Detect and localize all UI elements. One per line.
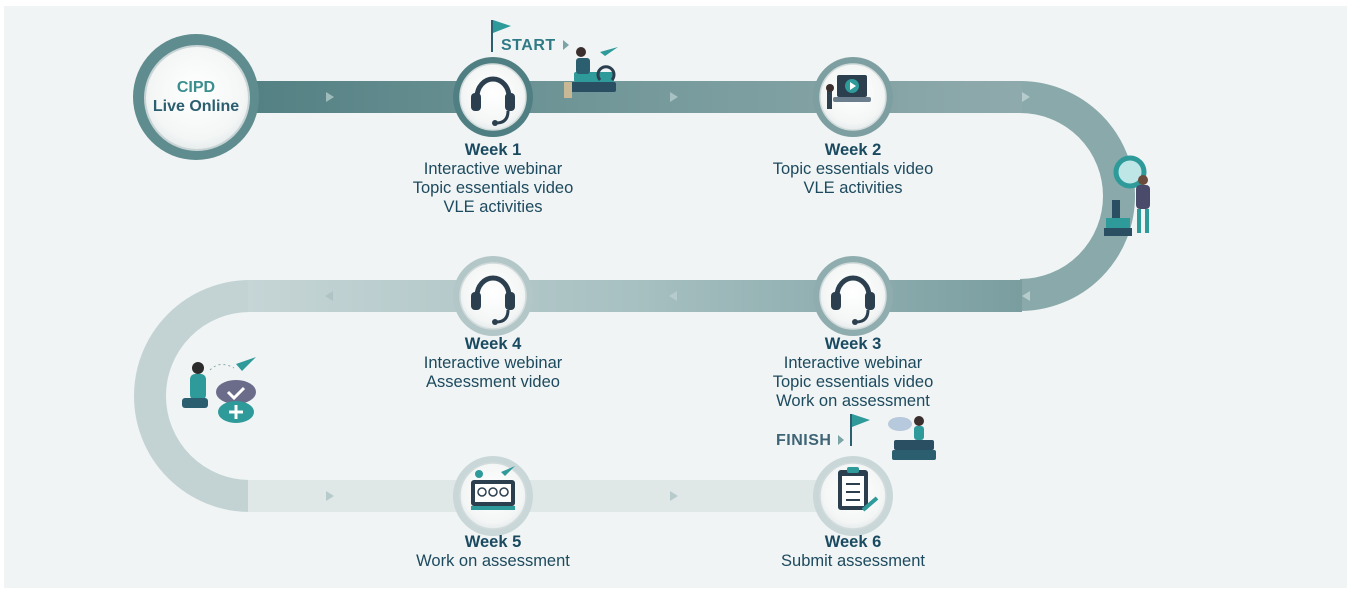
week-node-face (819, 262, 887, 330)
arrow-left-icon (1022, 291, 1030, 301)
track-row-3 (248, 480, 852, 512)
arrow-right-icon (670, 92, 678, 102)
hub-line-1: CIPD (176, 79, 216, 96)
week-4-label: Week 4 Interactive webinar Assessment vi… (424, 335, 563, 392)
week-item: Topic essentials video (772, 160, 934, 178)
week-node (453, 456, 533, 536)
checklist-icon (471, 466, 515, 510)
week-node (813, 57, 893, 137)
track-row-2 (248, 280, 1022, 312)
week-title: Week 5 (464, 533, 522, 551)
week-nodes (453, 57, 893, 536)
week-item: Interactive webinar (423, 160, 563, 178)
week-item: Topic essentials video (412, 179, 574, 197)
week-item: Submit assessment (781, 552, 925, 570)
arrow-left-icon (325, 291, 333, 301)
week-6-label: Week 6 Submit assessment (781, 533, 925, 571)
arrow-right-icon (1022, 92, 1030, 102)
arrow-right-icon (326, 491, 334, 501)
headset-icon (831, 275, 875, 325)
week-title: Week 3 (824, 335, 882, 353)
week-3-label: Week 3 Interactive webinar Topic essenti… (773, 335, 934, 411)
track-turn-left (134, 280, 251, 512)
week-title: Week 6 (824, 533, 882, 551)
headset-icon (471, 275, 515, 325)
hub-node (133, 34, 259, 160)
week-node-face (459, 262, 527, 330)
week-node (813, 256, 893, 336)
hub-line-2: Live Online (152, 98, 240, 115)
week-title: Week 2 (824, 141, 882, 159)
week-item: Interactive webinar (783, 354, 923, 372)
week-node (813, 456, 893, 536)
finish-label: FINISH (776, 432, 832, 449)
week-item: VLE activities (443, 198, 543, 216)
clipboard-icon (838, 467, 879, 512)
finish-person-illustration (888, 416, 936, 460)
week-item: Interactive webinar (423, 354, 563, 372)
week-item: Work on assessment (776, 392, 930, 410)
finish-flag-icon (838, 414, 870, 446)
start-label: START (501, 37, 556, 54)
arrow-left-icon (669, 291, 677, 301)
week-1-label: Week 1 Interactive webinar Topic essenti… (413, 141, 574, 217)
week-node (453, 57, 533, 137)
direction-arrows (325, 92, 1030, 501)
week-2-label: Week 2 Topic essentials video VLE activi… (773, 141, 934, 198)
hub-label: CIPD Live Online (140, 78, 252, 116)
start-flag-icon (491, 20, 569, 52)
week-node (453, 256, 533, 336)
week-title: Week 4 (464, 335, 522, 353)
week-item: Topic essentials video (772, 373, 934, 391)
kneeling-person-illustration (182, 357, 256, 423)
week-item: VLE activities (803, 179, 903, 197)
arrow-right-icon (670, 491, 678, 501)
week-item: Work on assessment (416, 552, 570, 570)
magnifier-person-illustration (1104, 155, 1151, 236)
week-item: Assessment video (426, 373, 560, 391)
person-on-books-illustration (564, 47, 618, 98)
headset-icon (471, 76, 515, 126)
laptop-video-icon (826, 75, 871, 109)
week-title: Week 1 (464, 141, 522, 159)
arrow-right-icon (326, 92, 334, 102)
track-turn-right (1019, 81, 1135, 311)
week-5-label: Week 5 Work on assessment (416, 533, 570, 571)
week-node-face (459, 63, 527, 131)
